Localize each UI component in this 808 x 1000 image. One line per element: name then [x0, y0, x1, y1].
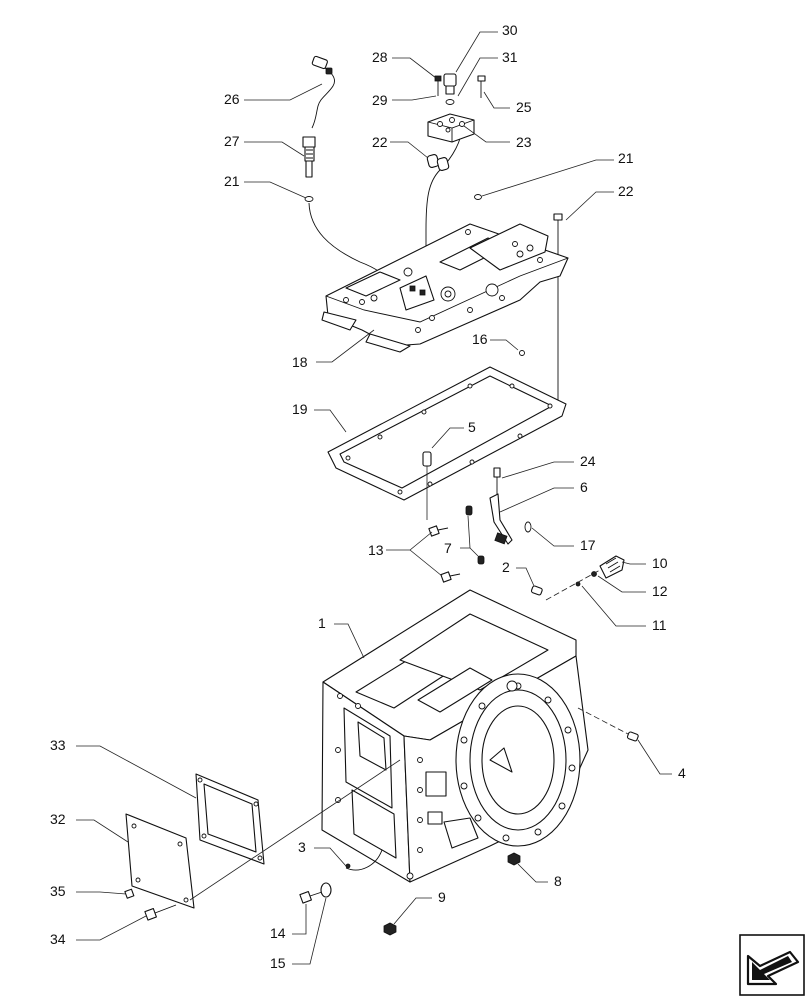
part-23-valve-block — [427, 113, 475, 143]
part-22-plugs — [426, 154, 450, 171]
callout-10: 10 — [652, 555, 668, 571]
part-13-bolts — [428, 525, 461, 583]
callout-15: 15 — [270, 955, 286, 971]
part-32-cover-plate — [125, 813, 195, 909]
part-33-cover-gasket — [195, 773, 265, 865]
callout-18: 18 — [292, 354, 308, 370]
callout-3: 3 — [298, 839, 306, 855]
part-16-o-ring — [519, 350, 525, 356]
callout-6: 6 — [580, 479, 588, 495]
callout-32: 32 — [50, 811, 66, 827]
callout-4: 4 — [678, 765, 686, 781]
part-18-hydraulic-plate — [321, 223, 569, 353]
callout-31: 31 — [502, 49, 518, 65]
cover-axis — [189, 759, 401, 901]
callout-21-left: 21 — [224, 173, 240, 189]
part-9-plug — [383, 922, 397, 936]
callout-33: 33 — [50, 737, 66, 753]
part-8-plug — [507, 852, 521, 866]
callout-26: 26 — [224, 91, 240, 107]
callout-1: 1 — [318, 615, 326, 631]
callout-22-right: 22 — [618, 183, 634, 199]
callout-11: 11 — [652, 617, 667, 633]
part-10-plug — [599, 555, 625, 579]
axis-4 — [577, 707, 629, 735]
callout-9: 9 — [438, 889, 446, 905]
part-25-screw — [477, 75, 486, 98]
part-24-fitting — [493, 467, 501, 496]
callout-25: 25 — [516, 99, 532, 115]
part-26-harness-connector — [311, 55, 335, 129]
part-2-pin — [530, 585, 543, 596]
part-34-bolt — [144, 904, 177, 921]
callout-14: 14 — [270, 925, 286, 941]
part-28-screw — [434, 75, 442, 96]
part-4-pin — [626, 731, 639, 742]
callout-34: 34 — [50, 931, 66, 947]
part-22-bolt — [553, 213, 563, 404]
axis-10-11 — [545, 569, 601, 601]
callout-24: 24 — [580, 453, 596, 469]
callout-12: 12 — [652, 583, 668, 599]
callout-27: 27 — [224, 133, 240, 149]
callout-16: 16 — [472, 331, 488, 347]
part-35-screw — [124, 888, 135, 899]
callout-21-right: 21 — [618, 150, 634, 166]
part-1-transmission-housing — [321, 589, 589, 883]
callout-30: 30 — [502, 22, 518, 38]
part-19-gasket — [327, 366, 567, 501]
part-15-washer — [320, 882, 332, 898]
part-27-sensor — [302, 136, 316, 178]
callout-17: 17 — [580, 537, 596, 553]
callout-5: 5 — [468, 419, 476, 435]
callout-28: 28 — [372, 49, 388, 65]
page-navigation-arrow-icon[interactable] — [739, 934, 805, 996]
callout-29: 29 — [372, 92, 388, 108]
callout-labels: 26 27 21 28 29 30 31 25 23 22 21 22 18 1… — [50, 22, 686, 971]
callout-19: 19 — [292, 401, 308, 417]
leader-lines — [76, 31, 672, 965]
callout-23: 23 — [516, 134, 532, 150]
bore-bolt-holes — [460, 682, 576, 842]
callout-8: 8 — [554, 873, 562, 889]
part-21-o-ring — [304, 196, 314, 202]
callout-22-left: 22 — [372, 134, 388, 150]
callout-35: 35 — [50, 883, 66, 899]
part-6-tube — [489, 493, 513, 545]
part-3-stud-line — [345, 849, 383, 871]
callout-7: 7 — [444, 540, 452, 556]
part-17-seal — [524, 521, 532, 533]
part-30-switch — [443, 73, 457, 105]
part-3-stud — [345, 863, 351, 869]
callout-2: 2 — [502, 559, 510, 575]
callout-13: 13 — [368, 542, 384, 558]
part-21-o-ring-right — [474, 194, 482, 200]
part-7-plugs — [465, 505, 485, 565]
part-14-bolt — [299, 890, 323, 904]
part-5-dowel-pin — [422, 451, 432, 467]
